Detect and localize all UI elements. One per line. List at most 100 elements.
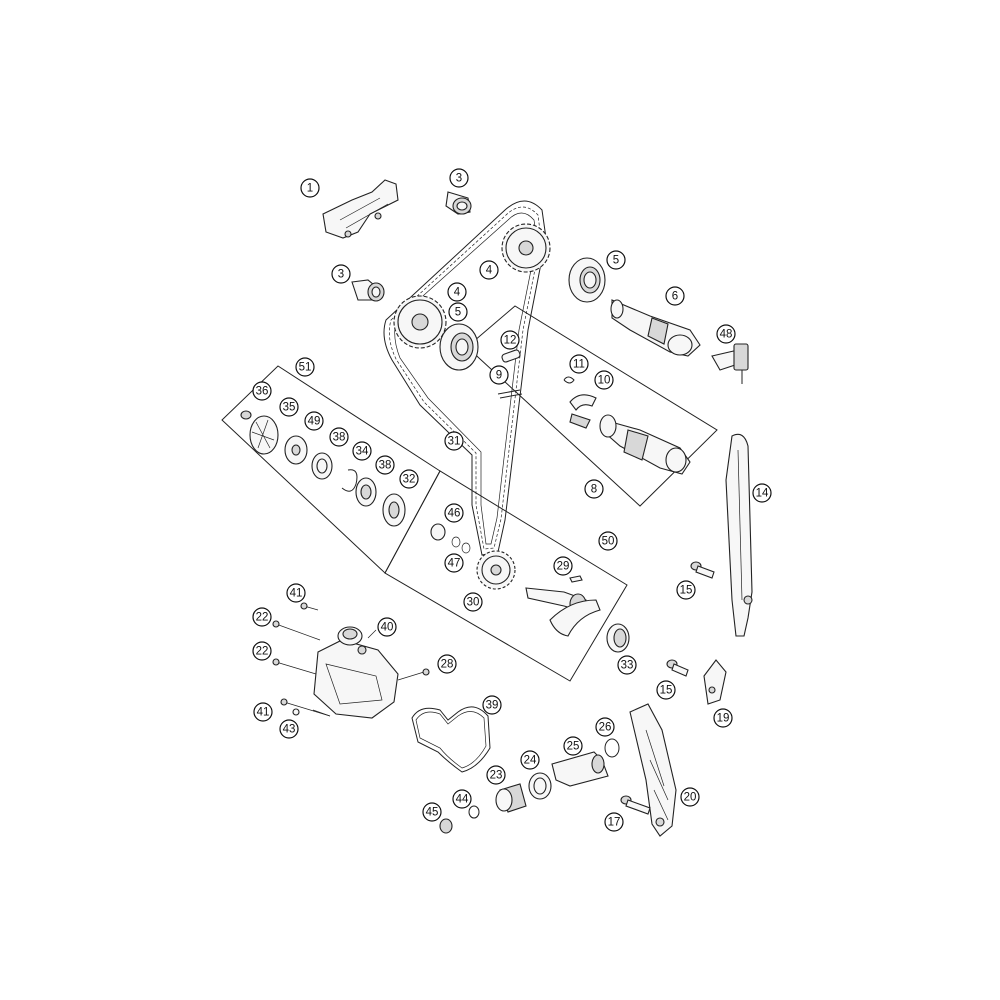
callout-12: 12 [500, 330, 520, 350]
callout-29: 29 [553, 556, 573, 576]
impeller-36 [240, 410, 279, 455]
callout-circle [331, 264, 351, 284]
circlip-34 [341, 469, 358, 492]
callout-15: 15 [676, 580, 696, 600]
callout-circle [598, 531, 618, 551]
callout-3: 3 [331, 264, 351, 284]
callout-circle [595, 717, 615, 737]
callout-number: 29 [557, 561, 570, 573]
callout-24: 24 [520, 750, 540, 770]
plug-28 [397, 668, 430, 681]
cap-23 [495, 783, 527, 813]
callout-circle [656, 680, 676, 700]
bearing-pin-upper [445, 191, 472, 215]
callout-41: 41 [286, 583, 306, 603]
callout-circle [375, 455, 395, 475]
callout-47: 47 [444, 553, 464, 573]
callout-circle [553, 556, 573, 576]
shaft-assembly-50 [525, 587, 601, 637]
callout-circle [482, 695, 502, 715]
callout-circle [563, 736, 583, 756]
callout-15: 15 [656, 680, 676, 700]
shaft-25 [551, 751, 609, 787]
callout-22: 22 [252, 607, 272, 627]
callout-circle [716, 324, 736, 344]
callout-35: 35 [279, 397, 299, 417]
callout-circle [279, 397, 299, 417]
bearing-32 [382, 493, 406, 527]
callout-circle [604, 812, 624, 832]
nut-45 [439, 818, 453, 834]
callout-circle [295, 357, 315, 377]
callout-number: 24 [524, 755, 537, 767]
callout-circle [329, 427, 349, 447]
decompressor-10 [569, 394, 597, 429]
callout-circle [665, 286, 685, 306]
callout-circle [584, 479, 604, 499]
callout-50: 50 [598, 531, 618, 551]
callout-number: 31 [448, 436, 461, 448]
oring-47 [451, 536, 471, 554]
callout-circle [486, 765, 506, 785]
callout-number: 41 [290, 588, 303, 600]
callout-number: 35 [283, 402, 296, 414]
sensor-part-48 [711, 343, 749, 384]
callout-34: 34 [352, 441, 372, 461]
callout-number: 22 [256, 646, 269, 658]
callout-number: 1 [307, 183, 313, 195]
water-pump-cover-40 [313, 626, 399, 719]
callout-circle [253, 702, 273, 722]
callout-number: 5 [613, 255, 619, 267]
washer-43 [292, 708, 300, 716]
callout-9: 9 [489, 365, 509, 385]
screw-22-upper [272, 620, 321, 641]
callout-8: 8 [584, 479, 604, 499]
callout-number: 12 [504, 335, 517, 347]
callout-number: 28 [441, 659, 454, 671]
callout-number: 46 [448, 508, 461, 520]
callout-number: 10 [598, 375, 611, 387]
callout-circle [300, 178, 320, 198]
callout-number: 6 [672, 291, 678, 303]
callout-48: 48 [716, 324, 736, 344]
callout-23: 23 [486, 765, 506, 785]
callout-3: 3 [449, 168, 469, 188]
callout-number: 11 [573, 359, 585, 371]
callout-10: 10 [594, 370, 614, 390]
callout-51: 51 [295, 357, 315, 377]
callout-number: 4 [454, 287, 461, 299]
callout-number: 15 [680, 585, 693, 597]
callout-number: 38 [379, 460, 392, 472]
callout-number: 20 [684, 792, 697, 804]
callout-number: 5 [455, 307, 461, 319]
callout-circle [444, 503, 464, 523]
callout-circle [680, 787, 700, 807]
callout-circle [449, 168, 469, 188]
callout-circle [448, 302, 468, 322]
callout-36: 36 [252, 381, 272, 401]
callout-1: 1 [300, 178, 320, 198]
bearing-exhaust [439, 323, 479, 371]
callout-number: 32 [403, 474, 416, 486]
callout-circle [617, 655, 637, 675]
callout-5: 5 [606, 250, 626, 270]
callout-circle [447, 282, 467, 302]
callout-circle [452, 789, 472, 809]
key-29 [569, 575, 583, 583]
bearing-38 [355, 477, 377, 507]
camshaft-intake [610, 299, 701, 357]
callout-17: 17 [604, 812, 624, 832]
callout-number: 38 [333, 432, 346, 444]
cam-sprocket-exhaust [393, 295, 447, 349]
callout-number: 49 [308, 416, 321, 428]
crank-sprocket-group-box [384, 470, 628, 682]
callout-circle [252, 607, 272, 627]
callout-number: 34 [356, 446, 369, 458]
callout-number: 9 [496, 370, 502, 382]
callout-circle [676, 580, 696, 600]
callout-44: 44 [452, 789, 472, 809]
bolt-17 [620, 795, 651, 815]
callout-circle [752, 483, 772, 503]
callout-number: 15 [660, 685, 673, 697]
